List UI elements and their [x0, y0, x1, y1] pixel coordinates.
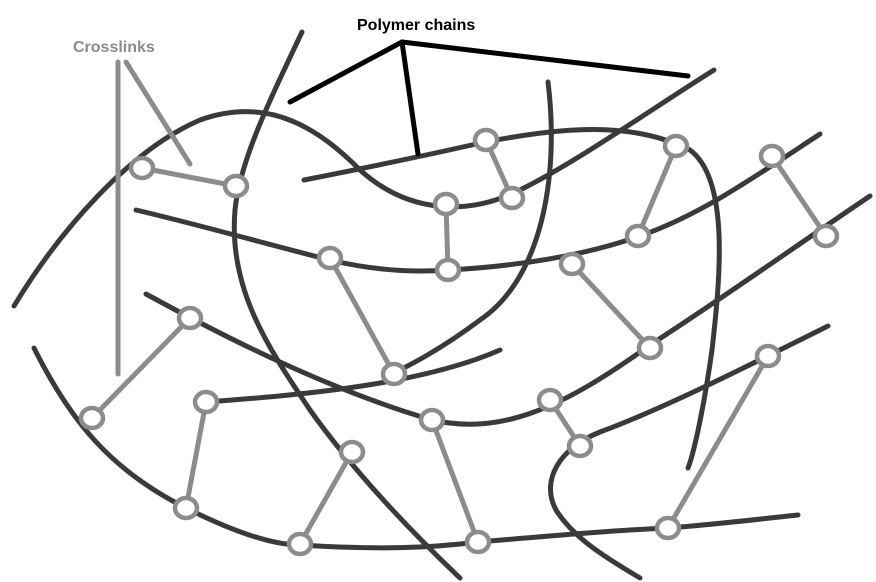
crosslink-nodes: [78, 127, 840, 557]
crosslink-node: [758, 143, 786, 169]
polymer-chain: [143, 193, 873, 427]
crosslink-bar: [635, 143, 679, 239]
crosslink-bar: [297, 449, 355, 547]
polymer-chain: [475, 512, 801, 545]
crosslink-node: [662, 133, 690, 159]
crosslink-node: [654, 515, 682, 541]
crosslink-bar: [89, 315, 193, 421]
crosslink-bar: [327, 255, 397, 377]
polymer-chains-pointers: [287, 39, 691, 157]
crosslink-node: [624, 223, 652, 249]
crosslink-node: [380, 361, 408, 387]
crosslink-node: [812, 223, 840, 249]
crosslink-node: [192, 389, 220, 415]
crosslink-node: [566, 433, 594, 459]
crosslink-node: [338, 439, 366, 465]
crosslink-node: [222, 173, 250, 199]
crosslink-bar: [429, 417, 481, 545]
crosslink-bar: [183, 399, 209, 511]
crosslink-node: [536, 387, 564, 413]
crosslink-node: [636, 335, 664, 361]
crosslink-bar: [569, 261, 653, 351]
polymer-chain: [387, 79, 554, 378]
polymer-chains-label: Polymer chains: [357, 17, 475, 34]
crosslink-node: [286, 531, 314, 557]
crosslink-bar: [139, 165, 239, 189]
polymer-chain: [133, 131, 823, 274]
crosslink-node: [172, 495, 200, 521]
crosslink-node: [316, 245, 344, 271]
polymer-chain: [203, 347, 503, 405]
crosslink-node: [434, 257, 462, 283]
crosslink-node: [498, 185, 526, 211]
crosslink-bar: [665, 353, 771, 531]
crosslink-node: [176, 305, 204, 331]
crosslink-node: [128, 155, 156, 181]
crosslink-node: [472, 127, 500, 153]
crosslinks-label: Crosslinks: [73, 39, 155, 56]
crosslink-node: [754, 343, 782, 369]
crosslink-node: [464, 529, 492, 555]
polymer-chain: [231, 29, 463, 581]
crosslinks-pointers: [115, 59, 193, 377]
crosslink-node: [418, 407, 446, 433]
crosslink-node: [432, 191, 460, 217]
polymer-chain: [31, 345, 481, 551]
crosslink-bar: [769, 153, 829, 239]
polymer-chain: [548, 323, 831, 581]
crosslink-node: [78, 405, 106, 431]
crosslink-node: [558, 251, 586, 277]
